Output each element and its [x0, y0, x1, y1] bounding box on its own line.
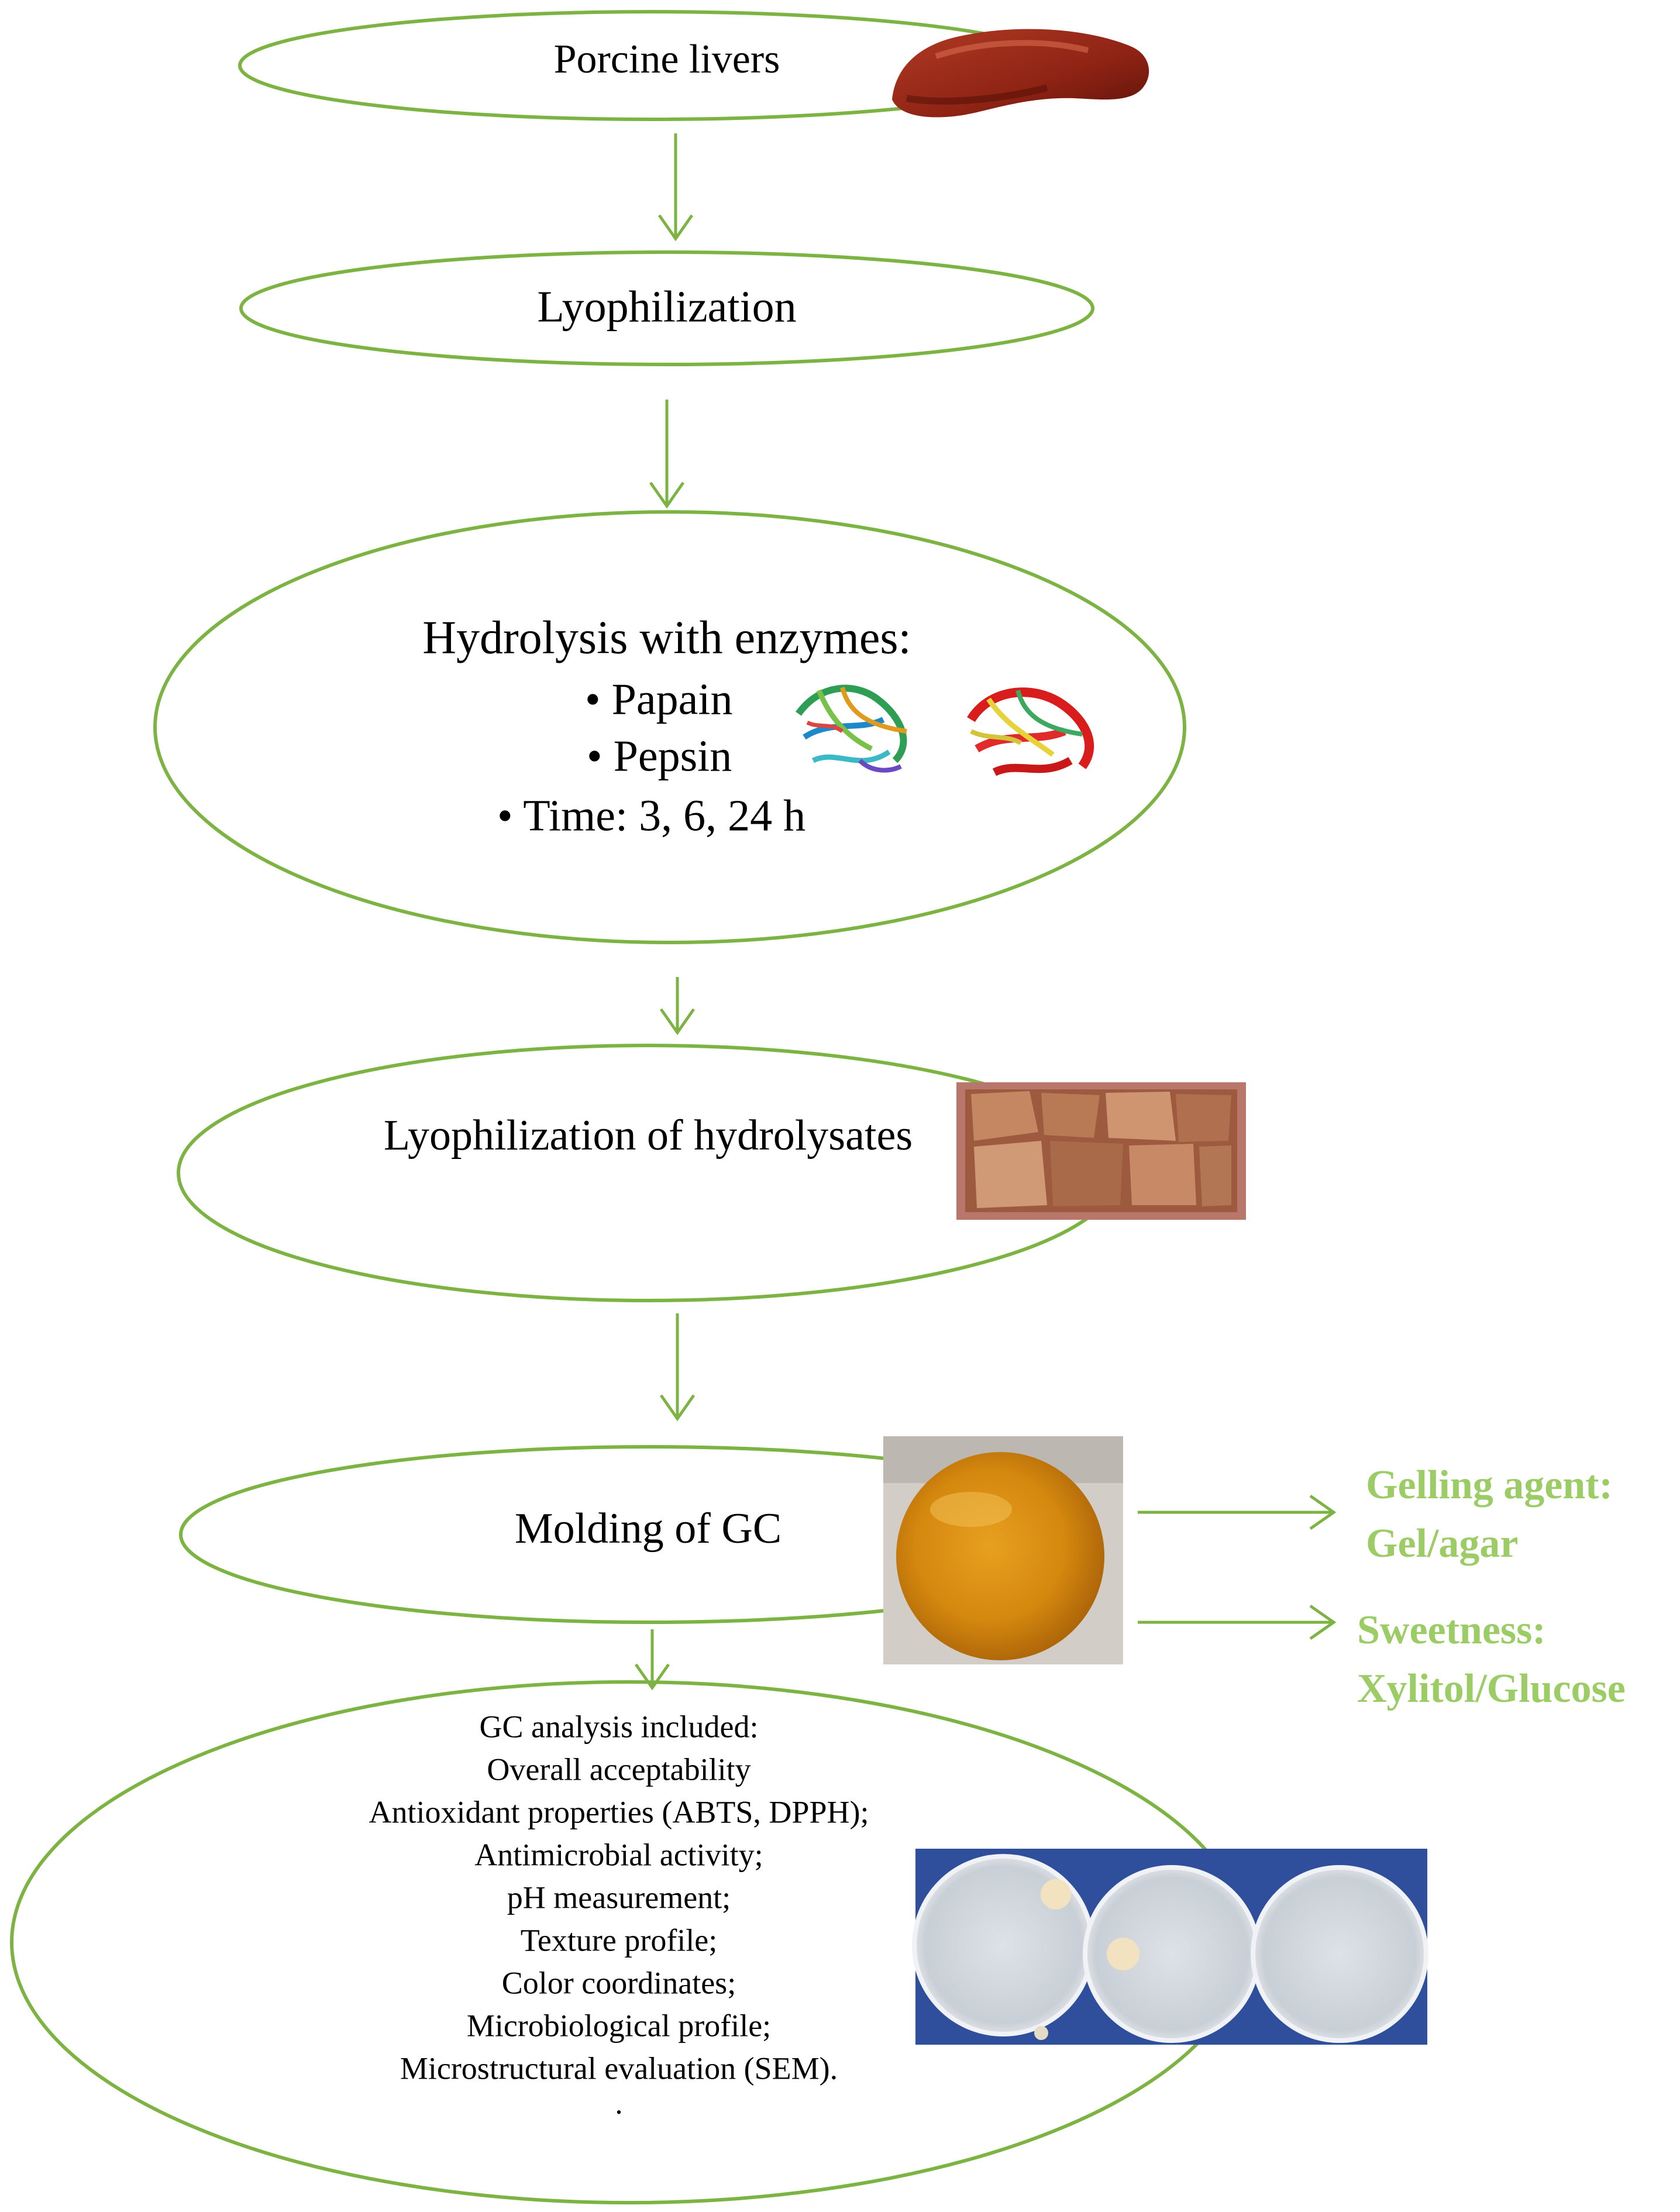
gelling-agent-label: Gelling agent: Gel/agar: [1366, 1463, 1613, 1566]
analysis-line-color: Color coordinates;: [502, 1965, 736, 2000]
arrow-down-2: [649, 400, 685, 509]
arrow-down-1: [657, 133, 694, 242]
arrow-down-3: [659, 977, 696, 1036]
arrow-right-sweetness: [1138, 1604, 1337, 1640]
hydrolysis-ellipse: [153, 510, 1186, 944]
lyophilization-ellipse: [239, 250, 1094, 366]
hydrolysis-title: Hydrolysis with enzymes:: [422, 612, 911, 663]
analysis-line-micro: Microbiological profile;: [467, 2008, 771, 2043]
molding-label: Molding of GC: [515, 1505, 782, 1553]
porcine-livers-label: Porcine livers: [554, 37, 780, 82]
arrow-right-gelling: [1138, 1494, 1337, 1530]
analysis-line-dot: .: [615, 2085, 623, 2120]
analysis-line-antimicrobial: Antimicrobial activity;: [474, 1837, 763, 1872]
lyophilized-hydrolysate-photo: [956, 1082, 1246, 1220]
sweetness-value: Xylitol/Glucose: [1357, 1666, 1626, 1711]
hydrolysis-item-time: • Time: 3, 6, 24 h: [497, 791, 805, 840]
hydrolysis-item-pepsin: • Pepsin: [587, 731, 732, 780]
sweetness-title: Sweetness:: [1357, 1608, 1546, 1653]
analysis-line-sem: Microstructural evaluation (SEM).: [400, 2051, 838, 2086]
arrow-group: [634, 133, 1337, 1691]
arrow-down-5: [634, 1629, 670, 1691]
liver-photo: [892, 29, 1149, 118]
lyophilization-hydrolysates-label: Lyophilization of hydrolysates: [384, 1112, 913, 1160]
analysis-line-title: GC analysis included:: [480, 1709, 759, 1744]
sweetness-label: Sweetness: Xylitol/Glucose: [1357, 1608, 1626, 1711]
analysis-line-antioxidant: Antioxidant properties (ABTS, DPPH);: [369, 1794, 869, 1829]
lyophilization-label: Lyophilization: [537, 282, 796, 331]
gummy-candy-photo: [883, 1436, 1123, 1664]
pepsin-structure-image: [967, 687, 1094, 776]
analysis-line-texture: Texture profile;: [521, 1922, 718, 1958]
arrow-down-4: [659, 1313, 696, 1422]
hydrolysis-item-papain: • Papain: [585, 675, 732, 724]
gelling-agent-value: Gel/agar: [1366, 1521, 1518, 1566]
analysis-line-ph: pH measurement;: [507, 1880, 731, 1915]
analysis-line-acceptability: Overall acceptability: [487, 1752, 751, 1787]
gelling-agent-title: Gelling agent:: [1366, 1463, 1613, 1508]
analysis-list: GC analysis included: Overall acceptabil…: [369, 1709, 869, 2120]
petri-dishes-photo: [912, 1849, 1428, 2045]
papain-structure-image: [796, 684, 907, 773]
